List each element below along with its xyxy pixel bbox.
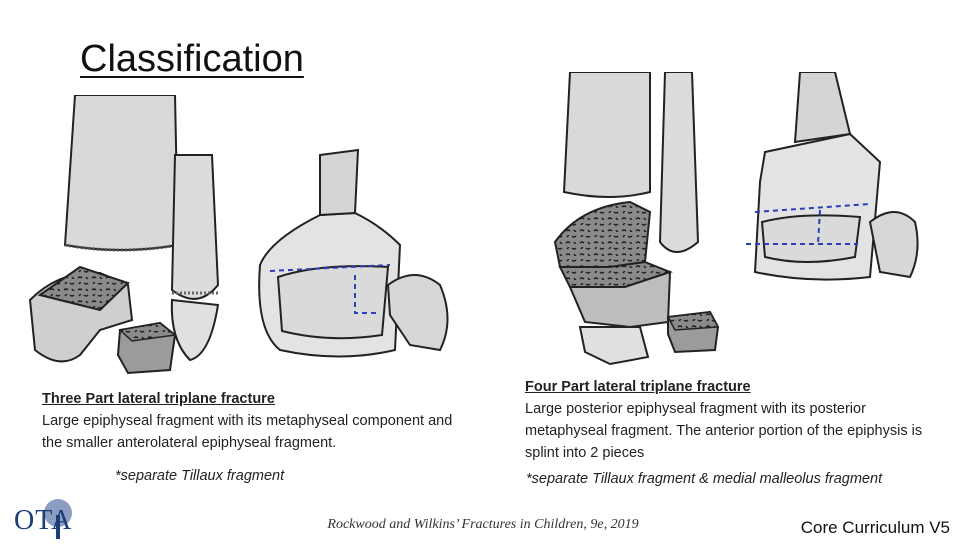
three-part-note: *separate Tillaux fragment (115, 468, 285, 484)
four-part-heading: Four Part lateral triplane fracture (525, 379, 751, 395)
three-part-description: Large epiphyseal fragment with its metap… (42, 413, 453, 451)
four-part-description: Large posterior epiphyseal fragment with… (525, 401, 923, 461)
brand-label: Core Curriculum V5 (800, 518, 950, 537)
three-part-fracture-illustration (28, 95, 449, 375)
ota-logo-text: OTA (14, 505, 73, 536)
ota-tree-logo (44, 499, 72, 539)
four-part-fracture-illustration (553, 72, 919, 366)
four-part-note: *separate Tillaux fragment & medial mall… (526, 471, 883, 487)
citation: Rockwood and Wilkins’ Fractures in Child… (327, 517, 639, 532)
slide-title: Classification (80, 38, 304, 80)
four-part-caption: Four Part lateral triplane fracture Larg… (525, 376, 945, 464)
three-part-heading: Three Part lateral triplane fracture (42, 391, 275, 407)
three-part-caption: Three Part lateral triplane fracture Lar… (42, 388, 462, 454)
